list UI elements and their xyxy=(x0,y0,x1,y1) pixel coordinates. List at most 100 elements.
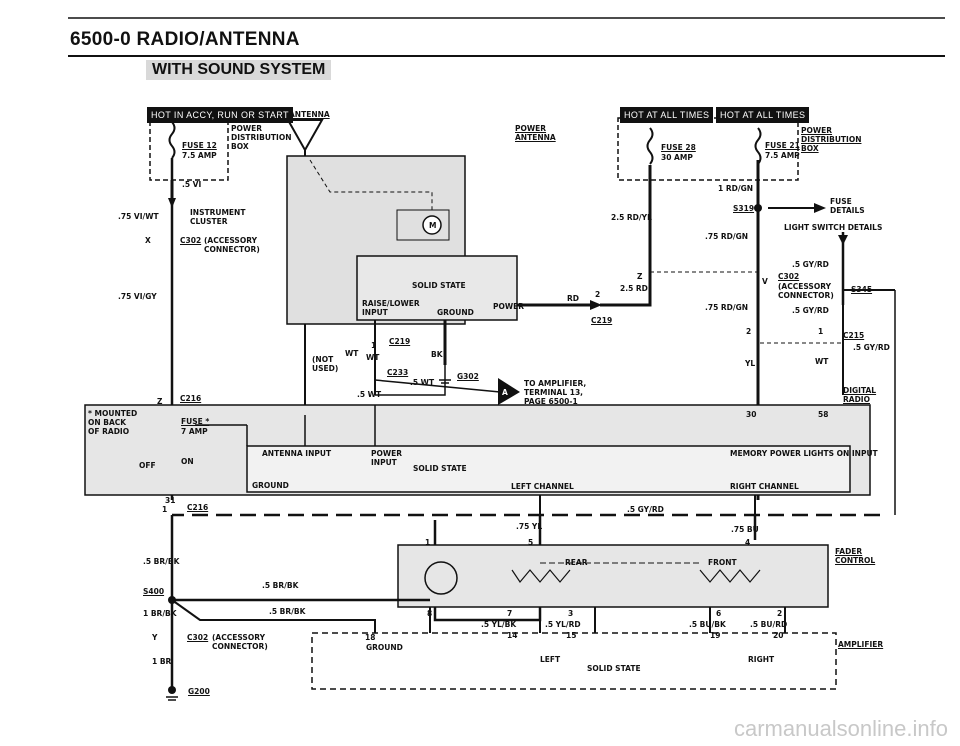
ground-amp: GROUND xyxy=(366,643,403,652)
wire-5gyrd-c: .5 GY/RD xyxy=(853,343,890,352)
s400-label: S400 xyxy=(143,587,165,596)
y-label: Y xyxy=(152,633,158,642)
wire-5bubk: .5 BU/BK xyxy=(689,620,726,629)
pin-1-fader: 1 xyxy=(425,538,431,547)
hot-label-right: HOT AT ALL TIMES xyxy=(716,107,810,123)
pin-20: 20 xyxy=(773,631,784,640)
solid-state-amp: SOLID STATE xyxy=(587,664,641,673)
v-label: V xyxy=(762,277,768,286)
c216-bottom: C216 xyxy=(187,503,209,512)
pin-2-rd: 2 xyxy=(595,290,601,299)
fuse28-label: FUSE 28 xyxy=(661,143,696,152)
pin-4-fader: 4 xyxy=(745,538,751,547)
wire-1brbk: 1 BR/BK xyxy=(143,609,177,618)
page-title: 6500-0 RADIO/ANTENNA xyxy=(70,29,300,50)
not-used: (NOT USED) xyxy=(312,355,339,373)
wire-25rd: 2.5 RD xyxy=(620,284,648,293)
c233-label: C233 xyxy=(387,368,409,377)
wire-5ylrd: .5 YL/RD xyxy=(545,620,581,629)
solid-state-antenna: SOLID STATE xyxy=(412,281,466,290)
fuse21-amp: 7.5 AMP xyxy=(765,151,800,160)
memory-lights: MEMORY POWER LIGHTS ON INPUT xyxy=(730,449,878,458)
fuse21-label: FUSE 21 xyxy=(765,141,800,150)
z-right: Z xyxy=(637,272,643,281)
motor-m: M xyxy=(429,221,437,230)
wire-5gyrd-b: .5 GY/RD xyxy=(792,306,829,315)
power-dist-right: POWER DISTRIBUTION BOX xyxy=(801,126,862,153)
wire-25rdyl: 2.5 RD/YL xyxy=(611,213,652,222)
pin-3: 3 xyxy=(568,609,574,618)
c302-right: C302 xyxy=(778,272,800,281)
c302-bottom: C302 xyxy=(187,633,209,642)
watermark: carmanualsonline.info xyxy=(733,716,948,741)
bk-label: BK xyxy=(431,350,443,359)
c302-left: C302 xyxy=(180,236,202,245)
accessory-conn-right: (ACCESSORY CONNECTOR) xyxy=(778,282,834,300)
wt-label-right: WT xyxy=(815,357,829,366)
wt5-label-b: .5 WT xyxy=(357,390,382,399)
pin-8: 8 xyxy=(427,609,433,618)
fader-control-label: FADER CONTROL xyxy=(835,547,876,565)
wire-5vi: .5 VI xyxy=(182,180,202,189)
fuse-details: FUSE DETAILS xyxy=(830,197,865,215)
amplifier-label: AMPLIFIER xyxy=(838,640,884,649)
off-label: OFF xyxy=(139,461,156,470)
wt-label-2: WT xyxy=(366,353,380,362)
left-channel: LEFT CHANNEL xyxy=(511,482,574,491)
rear-label: REAR xyxy=(565,558,588,567)
accessory-conn-bottom: (ACCESSORY CONNECTOR) xyxy=(212,633,268,651)
ground-radio: GROUND xyxy=(252,481,289,490)
instrument-cluster: INSTRUMENT CLUSTER xyxy=(190,208,246,226)
x-label: X xyxy=(145,236,151,245)
c219-left: C219 xyxy=(389,337,411,346)
pin-7: 7 xyxy=(507,609,513,618)
wire-5gyrd-a: .5 GY/RD xyxy=(792,260,829,269)
pin-5-fader: 5 xyxy=(528,538,534,547)
mounted-note: * MOUNTED ON BACK OF RADIO xyxy=(88,409,138,436)
wt-label-1: WT xyxy=(345,349,359,358)
power-dist-left: POWER DISTRIBUTION BOX xyxy=(231,124,292,151)
fuse28-amp: 30 AMP xyxy=(661,153,693,162)
on-label: ON xyxy=(181,457,194,466)
pin-1-c219: 1 xyxy=(371,341,377,350)
yl-label: YL xyxy=(745,359,756,368)
power-antenna-power: POWER xyxy=(493,302,525,311)
pin-1-c215: 1 xyxy=(818,327,824,336)
wire-75yl: .75 YL xyxy=(516,522,543,531)
wire-5gyrd-bottom: .5 GY/RD xyxy=(627,505,664,514)
c219-right: C219 xyxy=(591,316,613,325)
fader-box xyxy=(397,544,829,608)
light-switch-details: LIGHT SWITCH DETAILS xyxy=(784,223,883,232)
arrow-a: A xyxy=(502,388,508,397)
wire-1rdgn: 1 RD/GN xyxy=(718,184,754,193)
pin-19: 19 xyxy=(710,631,721,640)
hot-label-left: HOT IN ACCY, RUN OR START xyxy=(147,107,293,123)
fuse-star: FUSE * xyxy=(181,417,210,426)
wire-5brbk-a: .5 BR/BK xyxy=(143,557,180,566)
pin-14: 14 xyxy=(507,631,518,640)
wire-75bu: .75 BU xyxy=(731,525,759,534)
fuse12-label: FUSE 12 xyxy=(182,141,217,150)
raise-lower-input: RAISE/LOWER INPUT xyxy=(362,299,420,317)
g302-label: G302 xyxy=(457,372,479,381)
c216-top: C216 xyxy=(180,394,202,403)
pin-31: 31 xyxy=(165,496,176,505)
left-amp: LEFT xyxy=(540,655,561,664)
wire-5brbk-c: .5 BR/BK xyxy=(269,607,306,616)
pin-2-amp: 2 xyxy=(777,609,783,618)
wire-75rdgn-a: .75 RD/GN xyxy=(705,232,749,241)
fuse12-box xyxy=(149,117,229,181)
wt5-label-a: .5 WT xyxy=(410,378,435,387)
wire-5burd: .5 BU/RD xyxy=(750,620,788,629)
solid-state-radio: SOLID STATE xyxy=(413,464,467,473)
fuse-star-amp: 7 AMP xyxy=(181,427,208,436)
wire-5brbk-b: .5 BR/BK xyxy=(262,581,299,590)
z-left: Z xyxy=(157,397,163,406)
hot-label-mid: HOT AT ALL TIMES xyxy=(620,107,714,123)
antenna-label: ANTENNA xyxy=(289,110,330,119)
pin-6: 6 xyxy=(716,609,722,618)
pin-30: 30 xyxy=(746,410,757,419)
s319-label: S319 xyxy=(733,204,755,213)
g200-label: G200 xyxy=(188,687,210,696)
